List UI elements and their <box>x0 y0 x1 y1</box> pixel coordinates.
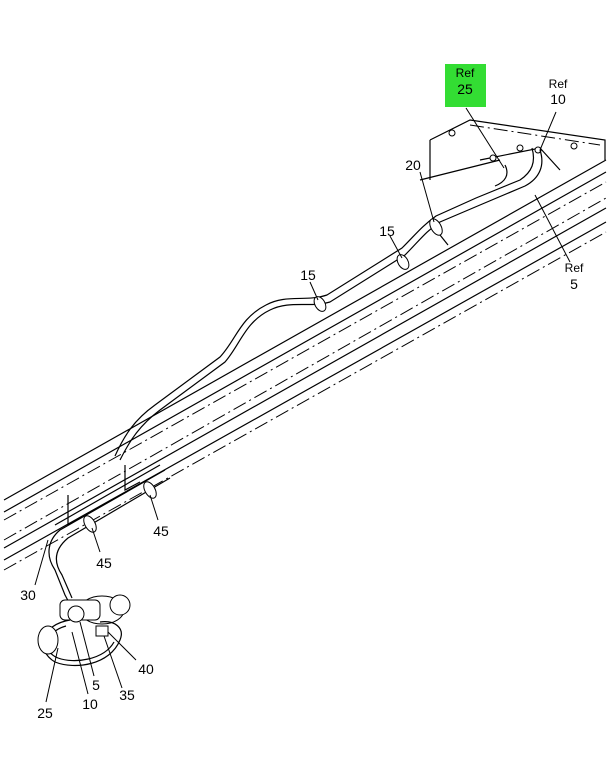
callout-40: 40 <box>138 661 154 677</box>
highlight-callout[interactable]: Ref 25 <box>445 64 486 107</box>
highlight-ref-label: Ref <box>456 66 475 80</box>
callout-15-upper: 15 <box>379 223 395 239</box>
valve-assembly <box>37 594 131 667</box>
hose-clips <box>67 218 449 533</box>
highlight-box <box>445 64 486 107</box>
callout-10: 10 <box>82 696 98 712</box>
callout-ref5-number: 5 <box>570 276 578 292</box>
callout-labels: Ref 10 20 15 15 Ref 5 45 45 30 40 5 35 2… <box>20 77 584 721</box>
callout-45-left: 45 <box>96 555 112 571</box>
callout-5: 5 <box>92 677 100 693</box>
leader-lines <box>34 107 571 703</box>
callout-30: 30 <box>20 587 36 603</box>
callout-25: 25 <box>37 705 53 721</box>
highlight-number: 25 <box>457 81 473 97</box>
callout-35: 35 <box>119 687 135 703</box>
callout-ref10-ref: Ref <box>549 77 568 91</box>
callout-20: 20 <box>405 157 421 173</box>
crossmember <box>419 119 606 181</box>
callout-ref5-ref: Ref <box>565 261 584 275</box>
callout-ref10-number: 10 <box>550 91 566 107</box>
hose-assembly <box>48 147 543 619</box>
frame-rail <box>3 159 607 571</box>
callout-15-lower: 15 <box>300 267 316 283</box>
callout-45-right: 45 <box>153 523 169 539</box>
